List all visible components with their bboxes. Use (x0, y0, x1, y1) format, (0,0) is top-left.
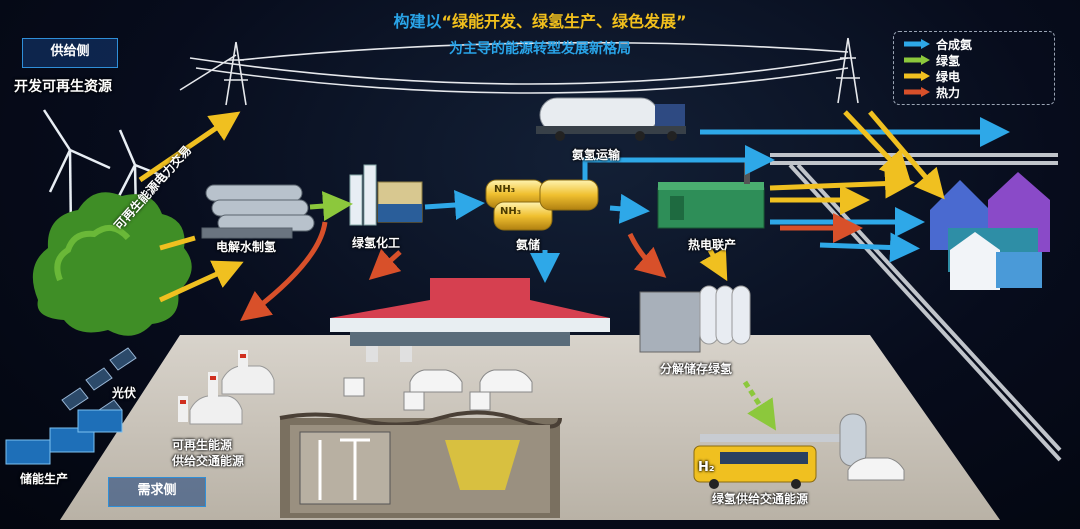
legend-swatch-green-power (904, 71, 930, 81)
legend-label-green-hydrogen: 绿氢 (936, 53, 961, 68)
legend-swatch-green-hydrogen (904, 55, 930, 65)
bus-label-h2: H₂ (698, 460, 715, 475)
legend-item-green-hydrogen: 绿氢 (904, 52, 960, 68)
legend-swatch-ammonia (904, 39, 930, 49)
label-pv: 光伏 (112, 386, 137, 400)
gas-station (330, 278, 610, 362)
legend-swatch-heat (904, 87, 930, 97)
title-line-2: 为主导的能源转型发展新格局 (449, 41, 631, 57)
legend-label-heat: 热力 (936, 85, 961, 100)
label-chp: 热电联产 (688, 238, 737, 252)
title-line-1: 构建以“绿能开发、绿氢生产、绿色发展” (0, 8, 1080, 32)
hydrogen-bus-station (693, 413, 905, 489)
legend-label-ammonia: 合成氨 (936, 37, 973, 52)
legend-item-ammonia: 合成氨 (904, 36, 972, 52)
label-decompose-storage: 分解储存绿氢 (660, 362, 733, 376)
label-electrolysis: 电解水制氢 (216, 240, 277, 254)
legend-item-green-power: 绿电 (904, 68, 960, 84)
demand-side-box: 需求侧 (108, 477, 206, 507)
supply-side-box: 供给侧 (22, 38, 118, 68)
title-highlight: “绿能开发、绿氢生产、绿色发展” (441, 12, 687, 31)
electrolyzer-units (201, 184, 315, 239)
label-hydrogen-transport: 绿氢供给交通能源 (712, 492, 809, 506)
label-green-chem: 绿氢化工 (352, 236, 401, 250)
label-renewable-transport-2: 供给交通能源 (172, 454, 245, 468)
ammonia-tanker-truck (536, 97, 686, 141)
ev-charging-cars (178, 350, 275, 425)
battery-containers (5, 409, 123, 465)
legend-label-green-power: 绿电 (936, 69, 961, 84)
houses (930, 172, 1050, 290)
cars-at-station (343, 369, 533, 411)
transmission-lines (179, 37, 860, 106)
forest (32, 192, 192, 336)
title-prefix: 构建以 (393, 12, 442, 31)
underground-storage-tank (445, 440, 520, 490)
label-ammonia-storage: 氨储 (516, 238, 541, 252)
hydrogen-storage-cylinders (639, 285, 751, 353)
label-ammonia-transport: 氨氢运输 (572, 148, 621, 162)
chp-unit (657, 160, 765, 229)
supply-side-subtitle: 开发可再生资源 (14, 79, 112, 95)
label-renewable-transport-1: 可再生能源 (172, 438, 233, 452)
tank-label-nh3-b: NH₃ (500, 206, 522, 217)
tank-label-nh3-a: NH₃ (494, 184, 516, 195)
legend: 合成氨 绿氢 绿电 热力 (893, 31, 1055, 105)
label-storage-production: 储能生产 (20, 472, 69, 486)
chemical-plant (349, 164, 423, 226)
flow-arrows (138, 110, 1010, 431)
ammonia-storage-tanks (485, 179, 599, 231)
legend-item-heat: 热力 (904, 84, 960, 100)
